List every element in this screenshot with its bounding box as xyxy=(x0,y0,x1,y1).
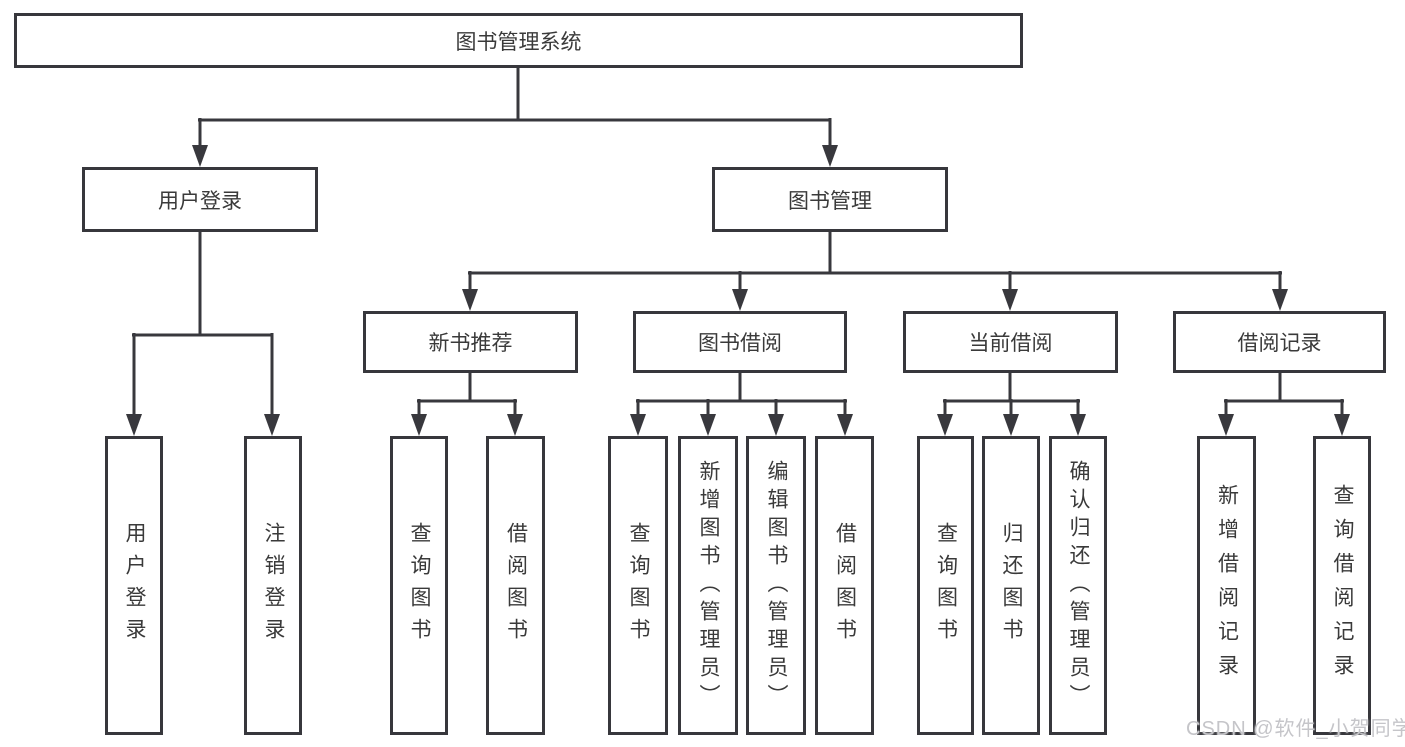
node-label: 查询图书 xyxy=(934,521,958,650)
node-label: 用户登录 xyxy=(158,189,242,213)
node-leaf-logout: 注销登录 xyxy=(244,436,302,735)
node-leaf-query-books-borrowing: 查询图书 xyxy=(608,436,668,735)
connector-current-borrowing-branch xyxy=(937,373,1086,436)
node-leaf-user-login: 用户登录 xyxy=(105,436,163,735)
node-leaf-query-books-current: 查询图书 xyxy=(917,436,974,735)
node-label: 借阅图书 xyxy=(833,521,857,650)
node-label: 当前借阅 xyxy=(968,332,1053,355)
node-library-management-system: 图书管理系统 xyxy=(14,13,1023,68)
node-label: 图书管理系统 xyxy=(455,30,582,54)
node-borrowing-records: 借阅记录 xyxy=(1173,311,1386,373)
node-label: 查询借阅记录 xyxy=(1331,483,1354,688)
node-book-borrowing: 图书借阅 xyxy=(633,311,847,373)
node-label: 图书借阅 xyxy=(698,332,782,355)
node-label: 新增图书（管理员） xyxy=(697,459,720,712)
node-user-login: 用户登录 xyxy=(82,167,318,232)
connector-user-login-branch xyxy=(126,232,280,436)
node-label: 新书推荐 xyxy=(428,332,513,355)
node-leaf-confirm-return-admin: 确认归还（管理员） xyxy=(1049,436,1107,735)
connector-borrowing-records-branch xyxy=(1218,373,1350,436)
node-label: 图书管理 xyxy=(788,189,872,213)
node-new-book-recommend: 新书推荐 xyxy=(363,311,578,373)
node-leaf-add-books-admin: 新增图书（管理员） xyxy=(678,436,738,735)
node-label: 编辑图书（管理员） xyxy=(765,459,788,712)
node-current-borrowing: 当前借阅 xyxy=(903,311,1118,373)
node-label: 查询图书 xyxy=(627,521,650,650)
node-label: 用户登录 xyxy=(123,521,146,650)
connector-book-management-branch xyxy=(462,232,1288,311)
node-label: 新增借阅记录 xyxy=(1215,483,1239,688)
node-book-management: 图书管理 xyxy=(712,167,948,232)
node-leaf-return-books: 归还图书 xyxy=(982,436,1040,735)
node-leaf-query-books-recommend: 查询图书 xyxy=(390,436,448,735)
node-leaf-borrow-books-borrowing: 借阅图书 xyxy=(815,436,874,735)
node-label: 归还图书 xyxy=(1000,521,1023,650)
node-label: 借阅记录 xyxy=(1237,332,1322,355)
node-leaf-query-borrow-record: 查询借阅记录 xyxy=(1313,436,1371,735)
connector-root-to-level2 xyxy=(192,68,838,167)
node-label: 确认归还（管理员） xyxy=(1067,459,1090,712)
node-leaf-edit-books-admin: 编辑图书（管理员） xyxy=(746,436,806,735)
node-label: 注销登录 xyxy=(262,521,285,650)
connector-book-borrowing-branch xyxy=(630,373,853,436)
connector-new-book-recommend-branch xyxy=(411,373,523,436)
node-leaf-borrow-books-recommend: 借阅图书 xyxy=(486,436,545,735)
csdn-watermark: CSDN @软件_小贺同学 xyxy=(1186,718,1405,740)
node-leaf-add-borrow-record: 新增借阅记录 xyxy=(1197,436,1256,735)
node-label: 借阅图书 xyxy=(504,521,528,650)
node-label: 查询图书 xyxy=(408,521,431,650)
